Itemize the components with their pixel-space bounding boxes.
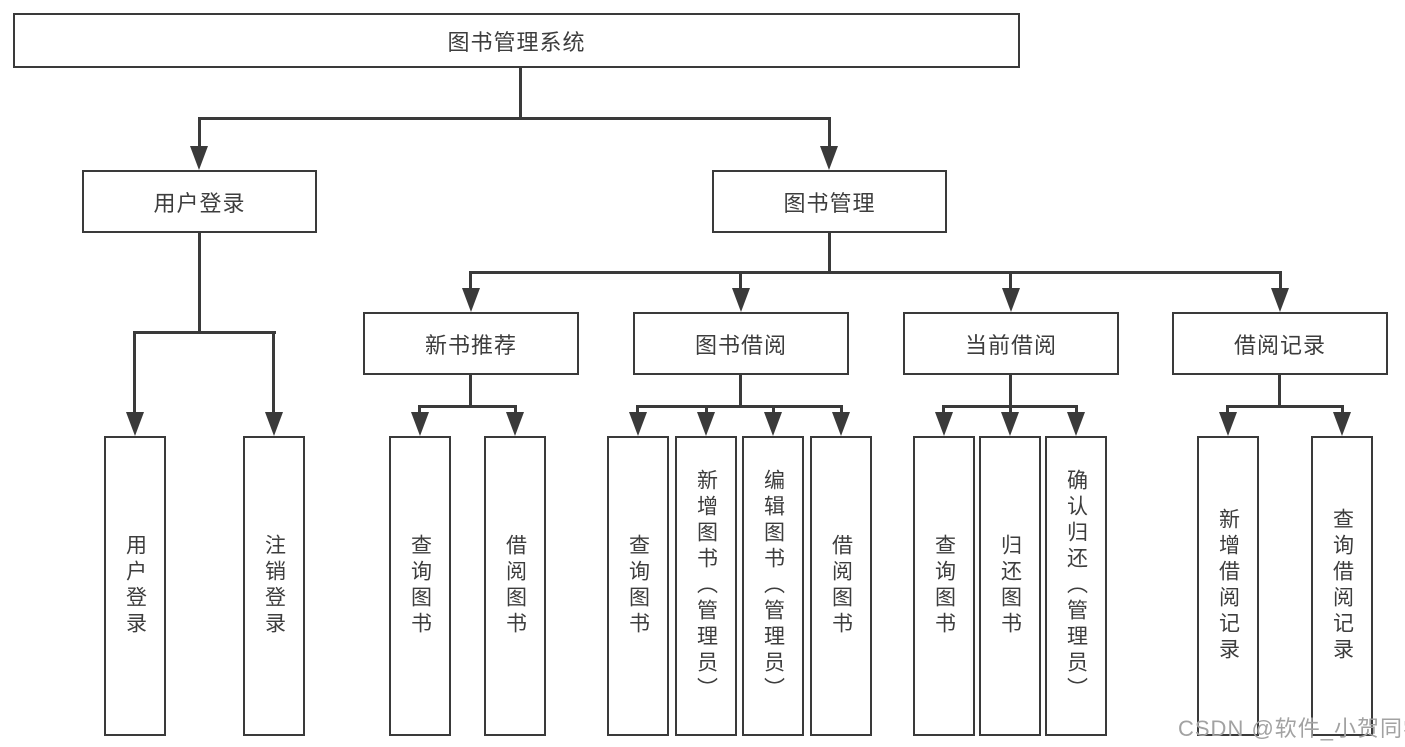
node-book-borrowing: 图书借阅 bbox=[633, 312, 849, 375]
leaf-borrow-books-recommend-label: 借阅图书 bbox=[503, 534, 527, 638]
node-user-login: 用户登录 bbox=[82, 170, 317, 233]
arrowhead bbox=[411, 412, 429, 436]
node-current-borrowing-label: 当前借阅 bbox=[964, 332, 1057, 358]
connector-drop-leaf-logout bbox=[272, 331, 275, 415]
arrowhead bbox=[764, 412, 782, 436]
connector-root-stem bbox=[519, 68, 522, 119]
leaf-logout: 注销登录 bbox=[243, 436, 305, 736]
arrowhead-book-management bbox=[820, 146, 838, 170]
leaf-add-book-admin: 新增图书（管理员） bbox=[675, 436, 737, 736]
connector-drop bbox=[840, 405, 843, 415]
arrowhead bbox=[1219, 412, 1237, 436]
leaf-query-borrow-record-label: 查询借阅记录 bbox=[1330, 508, 1354, 664]
connector-drop bbox=[1075, 405, 1078, 415]
leaf-logout-label: 注销登录 bbox=[262, 534, 286, 638]
connector-root-rail bbox=[198, 117, 831, 120]
connector-drop bbox=[1009, 405, 1012, 415]
leaf-query-books-recommend: 查询图书 bbox=[389, 436, 451, 736]
connector-book-management-rail bbox=[470, 271, 1282, 274]
connector-new-book-stem bbox=[469, 375, 472, 407]
leaf-edit-book-admin: 编辑图书（管理员） bbox=[742, 436, 804, 736]
connector-drop bbox=[942, 405, 945, 415]
leaf-user-login-label: 用户登录 bbox=[123, 534, 147, 638]
node-borrow-records-label: 借阅记录 bbox=[1233, 332, 1326, 358]
connector-drop bbox=[772, 405, 775, 415]
leaf-query-borrow-record: 查询借阅记录 bbox=[1311, 436, 1373, 736]
node-root-label: 图书管理系统 bbox=[447, 29, 586, 55]
arrowhead-user-login bbox=[190, 146, 208, 170]
arrowhead bbox=[935, 412, 953, 436]
connector-current-borrowing-stem bbox=[1009, 375, 1012, 407]
node-current-borrowing: 当前借阅 bbox=[903, 312, 1119, 375]
connector-book-borrowing-rail bbox=[636, 405, 843, 408]
arrowhead-new-book bbox=[462, 288, 480, 312]
connector-user-login-stem bbox=[198, 233, 201, 333]
leaf-add-borrow-record-label: 新增借阅记录 bbox=[1216, 508, 1240, 664]
connector-drop-leaf-login bbox=[133, 331, 136, 415]
connector-user-login-rail bbox=[133, 331, 276, 334]
arrowhead bbox=[832, 412, 850, 436]
leaf-query-books-borrowing: 查询图书 bbox=[607, 436, 669, 736]
node-new-book-recommend: 新书推荐 bbox=[363, 312, 579, 375]
connector-drop-borrow-records bbox=[1279, 271, 1282, 291]
connector-borrow-records-stem bbox=[1278, 375, 1281, 407]
leaf-borrow-books-borrowing: 借阅图书 bbox=[810, 436, 872, 736]
leaf-query-books-borrowing-label: 查询图书 bbox=[626, 534, 650, 638]
connector-drop bbox=[514, 405, 517, 415]
connector-drop-user-login bbox=[198, 117, 201, 154]
connector-drop bbox=[418, 405, 421, 415]
arrowhead bbox=[1001, 412, 1019, 436]
leaf-edit-book-admin-label: 编辑图书（管理员） bbox=[761, 469, 785, 703]
connector-drop bbox=[636, 405, 639, 415]
connector-book-borrowing-stem bbox=[739, 375, 742, 407]
arrowhead bbox=[697, 412, 715, 436]
node-new-book-recommend-label: 新书推荐 bbox=[424, 332, 517, 358]
leaf-return-books-label: 归还图书 bbox=[998, 534, 1022, 638]
connector-drop bbox=[1341, 405, 1344, 415]
leaf-add-borrow-record: 新增借阅记录 bbox=[1197, 436, 1259, 736]
connector-drop bbox=[1226, 405, 1229, 415]
connector-new-book-rail bbox=[418, 405, 517, 408]
connector-drop-book-borrowing bbox=[739, 271, 742, 291]
node-book-management: 图书管理 bbox=[712, 170, 947, 233]
node-book-management-label: 图书管理 bbox=[783, 190, 876, 216]
node-root: 图书管理系统 bbox=[13, 13, 1020, 68]
node-book-borrowing-label: 图书借阅 bbox=[694, 332, 787, 358]
arrowhead-borrow-records bbox=[1271, 288, 1289, 312]
leaf-borrow-books-recommend: 借阅图书 bbox=[484, 436, 546, 736]
connector-borrow-records-rail bbox=[1226, 405, 1344, 408]
connector-drop-new-book bbox=[469, 271, 472, 291]
watermark: CSDN @软件_小贺同学 bbox=[1178, 716, 1405, 741]
node-user-login-label: 用户登录 bbox=[153, 190, 246, 216]
leaf-add-book-admin-label: 新增图书（管理员） bbox=[694, 469, 718, 703]
connector-drop bbox=[705, 405, 708, 415]
node-borrow-records: 借阅记录 bbox=[1172, 312, 1388, 375]
arrowhead bbox=[1067, 412, 1085, 436]
arrowhead-leaf-logout bbox=[265, 412, 283, 436]
leaf-confirm-return-admin: 确认归还（管理员） bbox=[1045, 436, 1107, 736]
arrowhead bbox=[629, 412, 647, 436]
leaf-query-books-current: 查询图书 bbox=[913, 436, 975, 736]
arrowhead bbox=[1333, 412, 1351, 436]
connector-book-management-stem bbox=[828, 233, 831, 273]
leaf-confirm-return-admin-label: 确认归还（管理员） bbox=[1064, 469, 1088, 703]
arrowhead-leaf-login bbox=[126, 412, 144, 436]
leaf-borrow-books-borrowing-label: 借阅图书 bbox=[829, 534, 853, 638]
leaf-return-books: 归还图书 bbox=[979, 436, 1041, 736]
connector-drop-book-management bbox=[828, 117, 831, 154]
arrowhead-book-borrowing bbox=[732, 288, 750, 312]
connector-drop-current-borrowing bbox=[1009, 271, 1012, 291]
leaf-user-login: 用户登录 bbox=[104, 436, 166, 736]
leaf-query-books-current-label: 查询图书 bbox=[932, 534, 956, 638]
arrowhead-current-borrowing bbox=[1002, 288, 1020, 312]
leaf-query-books-recommend-label: 查询图书 bbox=[408, 534, 432, 638]
arrowhead bbox=[506, 412, 524, 436]
